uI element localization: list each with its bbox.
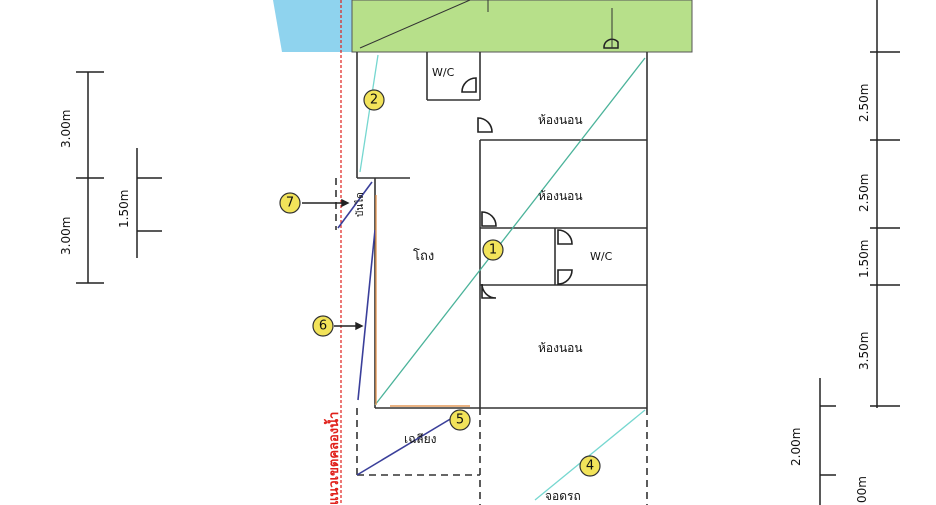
marker-7: 7 [279,192,301,214]
door-arc-icon [557,269,573,285]
door-arc-icon [557,229,573,245]
marker-4-label: 4 [586,459,594,474]
marker-6-label: 6 [319,319,327,334]
left-dimension-lines [76,71,162,284]
marker-2-label: 2 [370,93,378,108]
marker-5: 5 [449,409,471,431]
door-arc-icon [481,211,497,227]
room-label-bedroom-3: ห้องนอน [538,341,583,355]
room-label-bedroom-2: ห้องนอน [538,189,583,203]
marker-6: 6 [312,315,334,337]
marker-7-label: 7 [286,196,294,211]
right-dim-2: 2.50m [857,174,871,212]
room-label-parking: จอดรถ [545,489,581,503]
cyan-diagonal-top [359,54,379,173]
navy-diagonal-stair [337,181,373,229]
door-arc-icon [481,283,497,299]
marker-5-label: 5 [456,413,464,428]
left-dim-inner: 1.50m [117,190,131,228]
navy-diagonal-side [357,229,376,401]
cyan-diagonal-bottom [534,409,646,501]
right-dim-3: 1.50m [857,240,871,278]
navy-diagonal-porch [356,417,453,476]
walls [356,52,648,409]
room-label-wc-mid: W/C [590,250,613,263]
right-dim-4: 3.50m [857,332,871,370]
lawn-door-arc-icon [603,38,619,49]
room-label-bedroom-1: ห้องนอน [538,113,583,127]
water-area [273,0,352,52]
marker-pointers [302,198,364,331]
boundary-label: แนวเขตคลองน้ำ [323,412,342,505]
lawn-area [351,0,693,53]
marker-4: 4 [579,455,601,477]
right-dim-inner-2: 00m [855,476,869,503]
right-dim-1: 2.50m [857,84,871,122]
dashed-walls [335,178,648,505]
room-label-porch: เฉลียง [404,432,437,446]
door-arc-icon [461,77,477,93]
teal-diagonal [374,57,646,406]
right-dimension-lines [819,0,900,505]
door-arc-icon [477,117,493,133]
room-label-wc-top: W/C [432,66,455,79]
room-label-side: บันได [354,192,366,217]
right-dim-inner-1: 2.00m [789,428,803,466]
lawn-diagonal [359,0,471,49]
doors [461,77,573,299]
marker-1: 1 [482,239,504,261]
room-label-hall: โถง [413,248,434,264]
marker-1-label: 1 [489,243,497,258]
left-dim-lower: 3.00m [59,217,73,255]
marker-2: 2 [363,89,385,111]
left-dim-upper: 3.00m [59,110,73,148]
